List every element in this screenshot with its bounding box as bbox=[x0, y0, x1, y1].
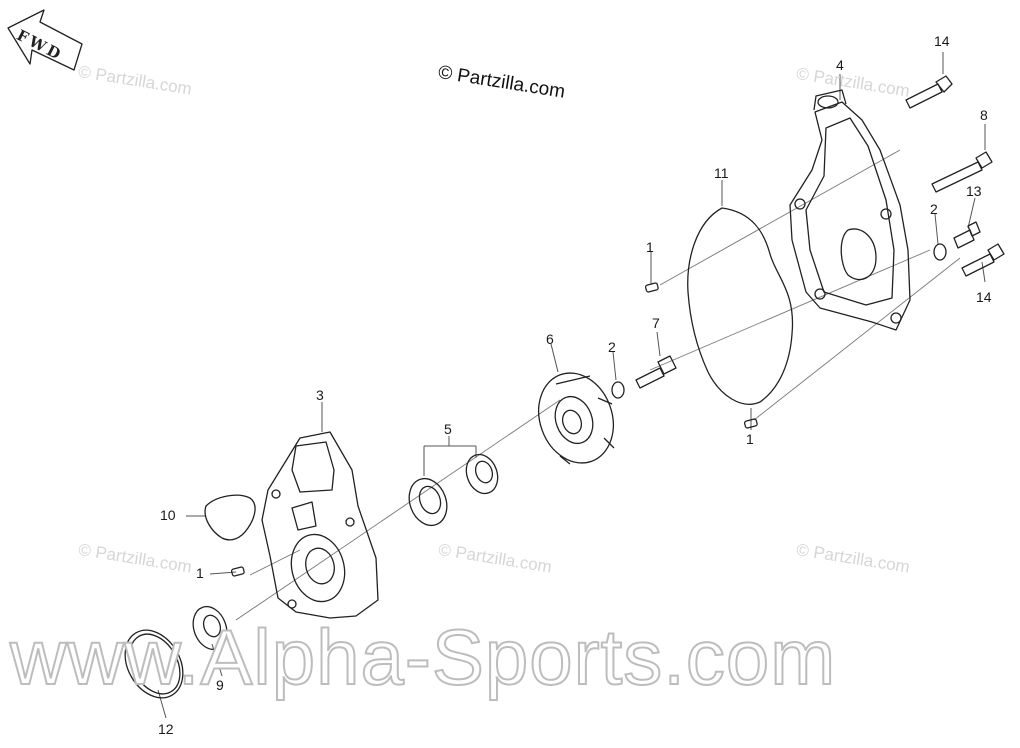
callout-6: 6 bbox=[546, 331, 554, 347]
part-14-bolt-top bbox=[905, 75, 953, 109]
site-watermark: www.Alpha-Sports.com bbox=[9, 612, 837, 702]
callout-1-left: 1 bbox=[196, 565, 204, 581]
part-7-bolt bbox=[635, 355, 677, 389]
callout-3: 3 bbox=[316, 387, 324, 403]
part-13-bolt bbox=[953, 221, 981, 249]
callout-4: 4 bbox=[836, 57, 844, 73]
fwd-arrow-icon bbox=[7, 9, 83, 71]
part-1-dowel-left bbox=[230, 566, 245, 577]
callout-12: 12 bbox=[158, 721, 174, 737]
part-8-bolt bbox=[931, 151, 993, 193]
callout-5: 5 bbox=[444, 421, 452, 437]
callout-11: 11 bbox=[714, 165, 729, 181]
axis-lines bbox=[235, 149, 961, 621]
part-1-dowel-top bbox=[644, 282, 659, 293]
part-2-washer-right bbox=[933, 243, 947, 261]
callout-2-right: 2 bbox=[930, 201, 938, 217]
callout-9: 9 bbox=[216, 677, 224, 693]
callout-1-right: 1 bbox=[746, 431, 754, 447]
part-1-dowel-right bbox=[743, 418, 758, 429]
callout-7: 7 bbox=[652, 315, 660, 331]
callout-14-top: 14 bbox=[934, 33, 950, 49]
callout-1-top: 1 bbox=[646, 239, 654, 255]
part-5-seal-large bbox=[408, 477, 448, 527]
callout-13: 13 bbox=[966, 183, 982, 199]
part-12-oring bbox=[124, 629, 184, 699]
callout-10: 10 bbox=[160, 507, 176, 523]
leader-lines bbox=[157, 52, 986, 719]
part-9-seal bbox=[192, 605, 228, 651]
part-2-washer-mid bbox=[611, 381, 625, 399]
part-3-cover bbox=[261, 431, 379, 619]
callout-2-mid: 2 bbox=[608, 339, 616, 355]
part-14-bolt-bottom bbox=[961, 243, 1005, 277]
part-11-oring bbox=[687, 207, 794, 405]
part-5-seal-small bbox=[465, 453, 499, 495]
part-10-gasket bbox=[204, 494, 256, 541]
callout-8: 8 bbox=[980, 107, 988, 123]
part-4-pump-housing bbox=[789, 89, 911, 331]
part-6-impeller bbox=[538, 372, 615, 465]
callout-14-bottom: 14 bbox=[976, 289, 992, 305]
